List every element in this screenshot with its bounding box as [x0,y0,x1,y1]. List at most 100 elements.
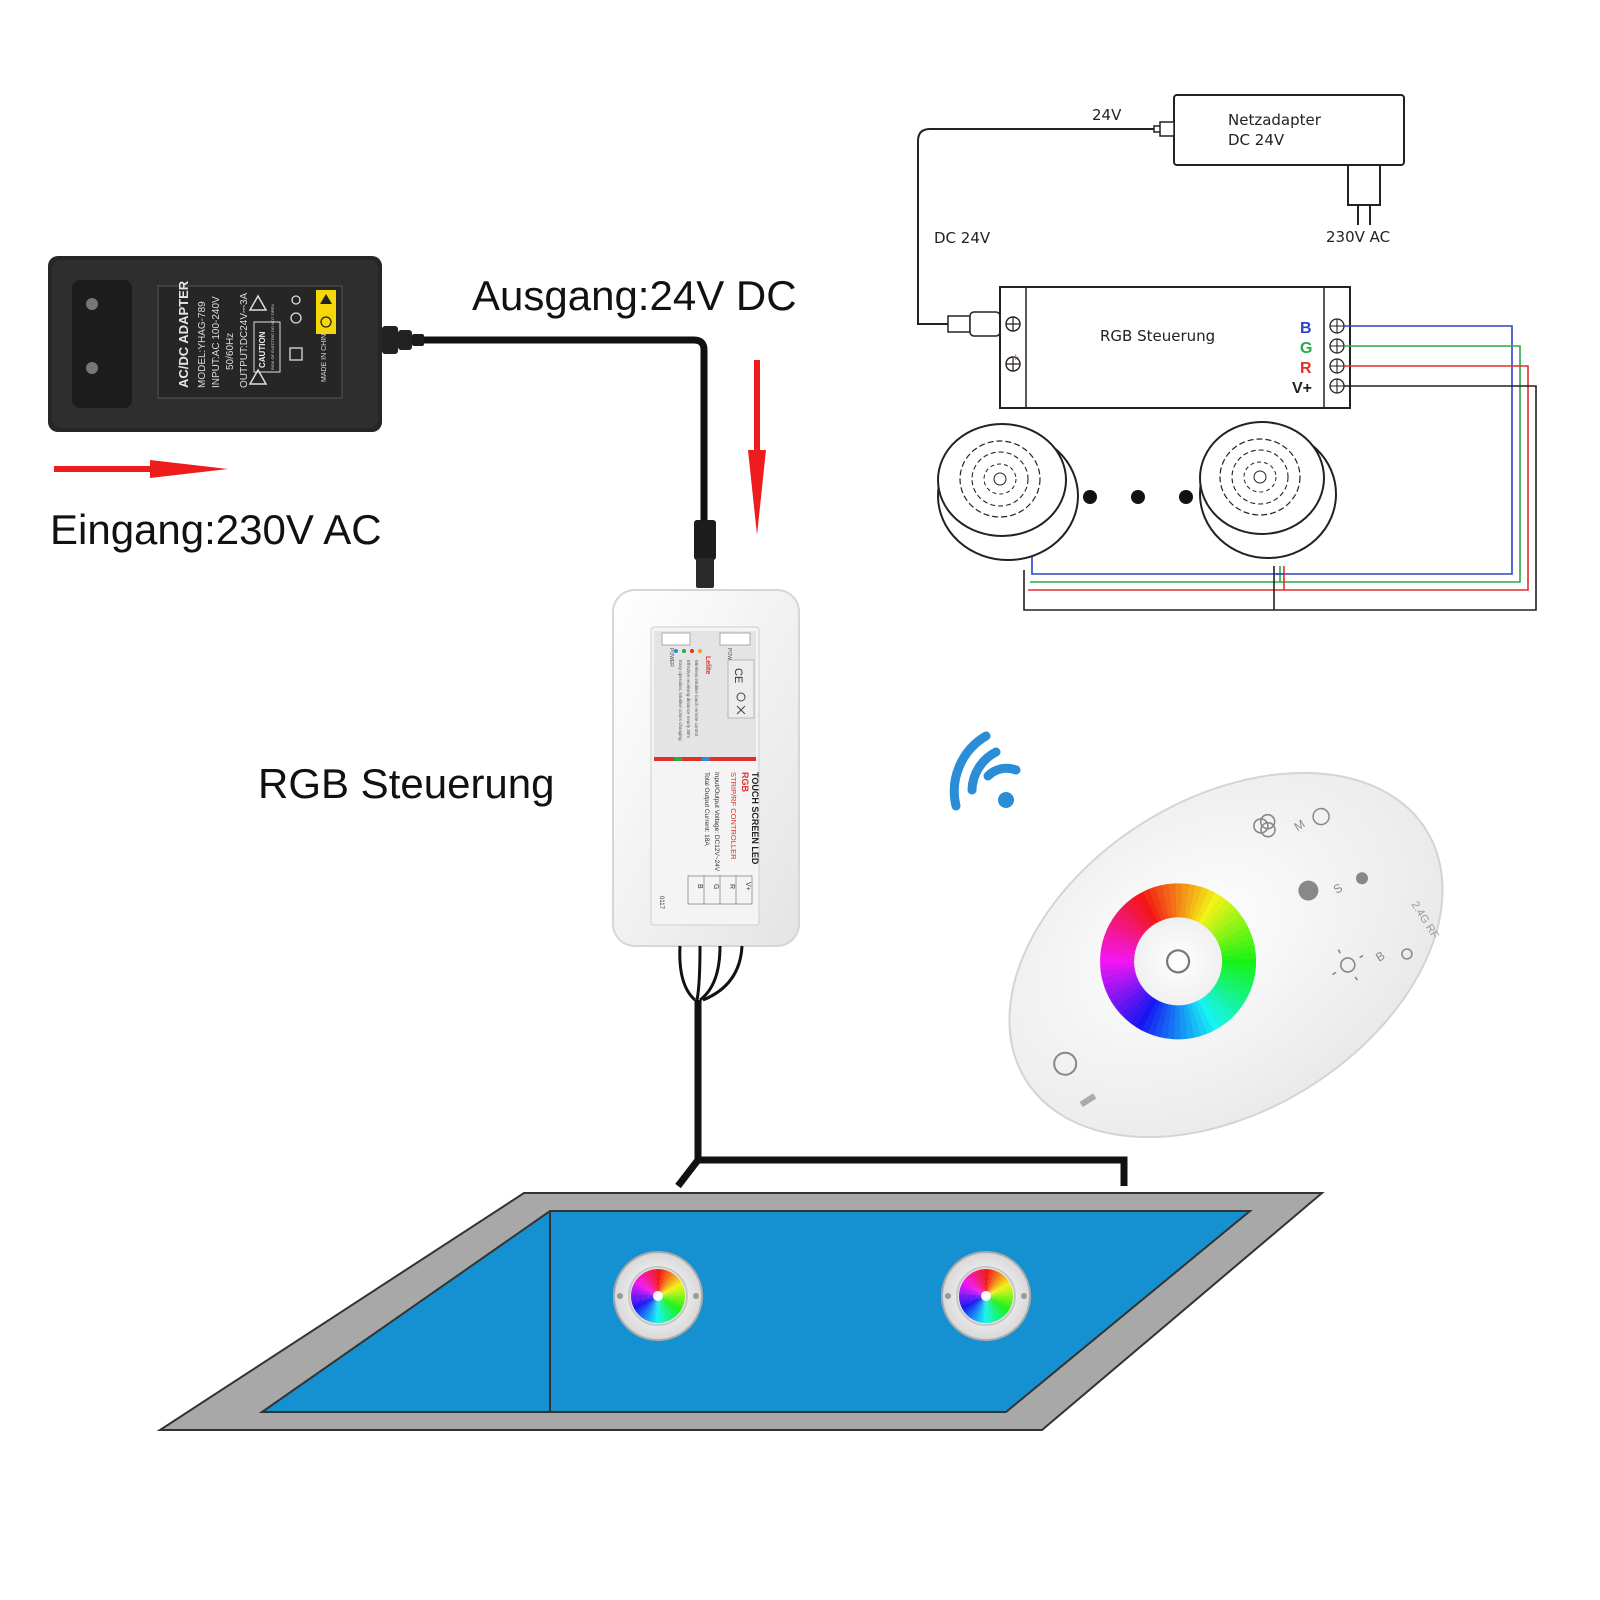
led-color-sector [635,1278,658,1296]
led-color-sector [959,1296,986,1303]
led-color-sector [658,1284,684,1296]
led-color-sector [986,1296,1009,1314]
led-color-sector [986,1291,1013,1296]
schematic-controller-label: RGB Steuerung [1100,327,1215,345]
power-icon[interactable] [1163,946,1193,976]
svg-text:+: + [1012,353,1020,363]
color-wheel-sector [1182,1000,1195,1039]
led-color-sector [963,1296,986,1314]
product-line-1: TOUCH SCREEN LED [750,772,760,865]
led-color-sector [646,1270,658,1296]
color-wheel-sector [1207,909,1241,938]
weee-bin-icon [736,705,746,715]
led-color-sector [978,1296,986,1323]
color-wheel-sector [1192,996,1214,1034]
led-color-sector [658,1269,666,1296]
led-color-sector [968,1273,986,1296]
color-wheel-sector [1125,898,1155,932]
warning-triangle-icon [248,294,268,311]
led-color-sector [658,1296,665,1323]
led-color-sector [651,1269,658,1296]
led-color-sector [986,1278,1009,1296]
led-color-sector [986,1280,1010,1296]
off-button-icon[interactable] [1079,1093,1097,1107]
led-color-sector [633,1296,658,1310]
on-button-icon[interactable] [1050,1049,1080,1079]
led-color-sector [986,1270,998,1296]
pool-water [258,1210,1253,1413]
led-color-sector [655,1269,659,1296]
ellipsis-dot [1083,490,1097,504]
led-color-sector [959,1295,986,1299]
color-wheel-sector [1121,903,1152,935]
led-color-sector [653,1269,658,1296]
led-color-sector [638,1296,658,1317]
color-wheel-sector [1161,883,1174,923]
color-wheel-sector [1213,925,1251,947]
led-color-sector [986,1296,1004,1319]
color-wheel-sector [1103,972,1142,991]
led-color-sector [644,1296,658,1321]
warning-triangle-icon [248,368,268,385]
color-wheel-sector [1199,993,1226,1028]
led-color-sector [986,1296,1013,1306]
led-color-sector [658,1270,670,1296]
led-color-sector [986,1296,1007,1316]
terminal-g: G [1300,340,1312,357]
remote-wheel-center[interactable] [1117,901,1238,1022]
color-wheel-sector [1189,998,1208,1037]
color-wheel-sector [1211,980,1247,1005]
led-color-sector [631,1296,658,1306]
color-wheel-sector [1199,895,1227,930]
double-insulation-icon [289,347,303,361]
color-wheel-sector [1111,982,1147,1009]
adapter-model: MODEL:YHAG-789 [197,301,208,388]
led-color-sector [658,1296,683,1310]
led-color-sector [657,1296,661,1323]
adapter-title: AC/DC ADAPTER [176,280,191,388]
color-wheel-sector [1142,888,1164,926]
led-color-sector [658,1272,674,1296]
terminal-label: R [728,884,735,889]
color-wheel-sector [1214,973,1253,993]
led-color-sector [640,1273,658,1296]
color-wheel-sector [1147,998,1166,1036]
led-color-sector [658,1278,681,1296]
spec-voltage: Input/Output Voltage: DC12V~24V [713,772,720,872]
color-wheel-sector [1216,938,1255,954]
controller-terminals: V+ R G B [687,875,753,905]
led-color-sector [986,1296,993,1323]
adapter-label-text: AC/DC ADAPTER MODEL:YHAG-789 INPUT:AC 10… [176,280,250,388]
caution-title: CAUTION [258,331,267,368]
color-wheel-sector [1100,966,1139,978]
adapter-frequency: 50/60Hz [225,333,236,370]
controller-output-wires [678,945,744,1002]
color-wheel-sector [1193,889,1216,927]
color-wheel-sector [1119,987,1151,1019]
led-color-sector [986,1289,1013,1296]
led-color-sector [658,1289,685,1296]
power-label: POWER [668,648,674,667]
color-wheel-sector [1100,943,1140,956]
color-wheel-sector [1217,945,1256,957]
led-color-sector [986,1296,998,1322]
led-color-sector [631,1296,658,1303]
led-color-sector [648,1269,658,1296]
color-wheel-sector [1205,904,1237,935]
led-color-sector [959,1288,986,1296]
adapter-plug-recess [72,280,132,408]
output-arrow [748,360,766,535]
wiring-schematic: Netzadapter DC 24V 230V AC 24V DC 24V + … [917,94,1537,611]
led-color-sector [960,1284,986,1296]
color-wheel-sector [1166,1000,1176,1040]
led-color-sector [981,1269,986,1296]
rgb-led-icon [631,1269,686,1323]
led-color-sector [986,1273,1004,1296]
led-color-sector [970,1272,986,1296]
power-adapter: AC/DC ADAPTER MODEL:YHAG-789 INPUT:AC 10… [48,256,424,432]
led-color-sector [986,1272,1002,1296]
terminal-vplus: V+ [1292,380,1312,397]
led-color-sector [972,1296,986,1321]
color-wheel[interactable] [1071,854,1286,1069]
